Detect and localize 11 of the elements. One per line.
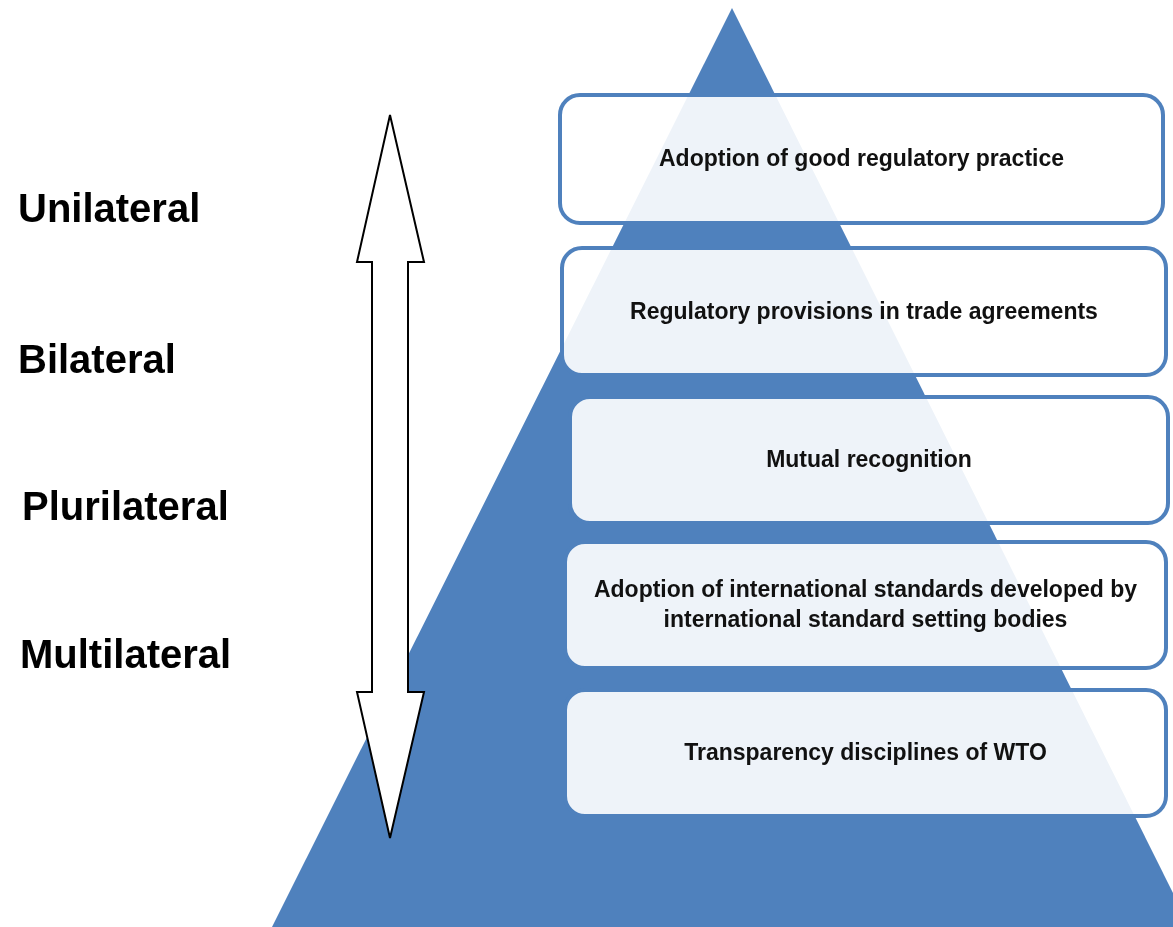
level-text: Regulatory provisions in trade agreements	[630, 296, 1098, 326]
scope-label: Multilateral	[20, 632, 232, 677]
level-box	[558, 93, 1165, 225]
level-box	[560, 246, 1168, 377]
level-text: Adoption of international standards developed by international standard setting bodies	[592, 575, 1139, 634]
scope-label: Unilateral	[18, 186, 201, 231]
level-text: Adoption of good regulatory practice	[658, 144, 1065, 174]
level-text: Mutual recognition	[766, 445, 972, 475]
level-text: Transparency disciplines of WTO	[684, 738, 1047, 768]
scope-label: Plurilateral	[22, 484, 229, 529]
scope-label: Bilateral	[18, 337, 176, 382]
